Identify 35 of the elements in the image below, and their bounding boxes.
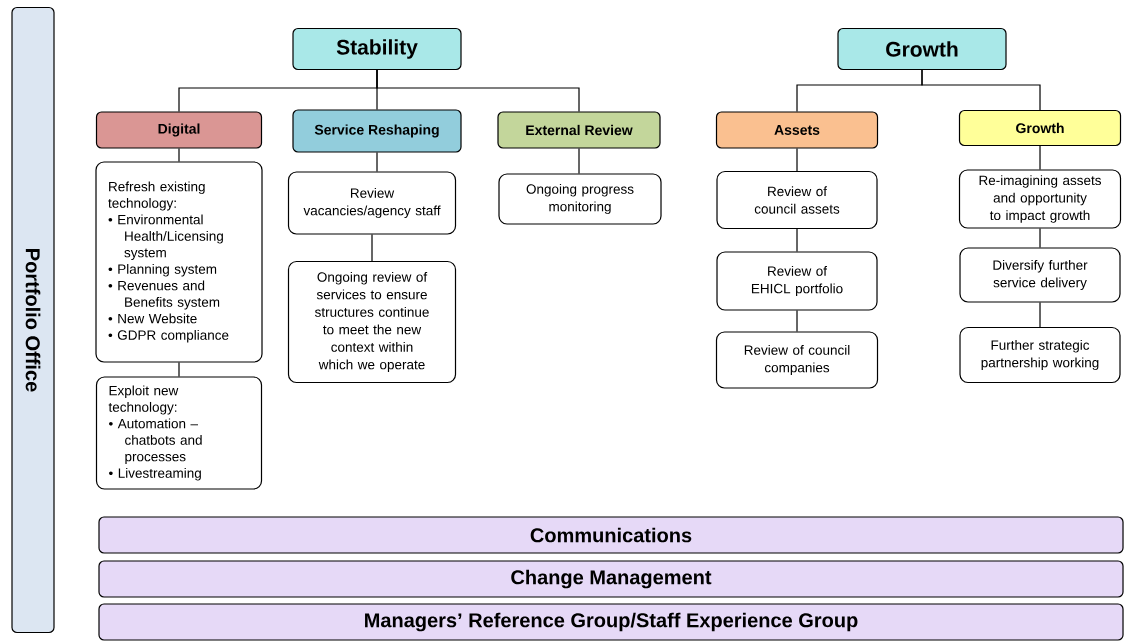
item-box: Review of EHICL portfolio (716, 251, 878, 311)
category-box: Digital (95, 111, 263, 149)
category-box: External Review (497, 111, 661, 149)
category-box: Assets (715, 111, 879, 149)
connector-line (376, 152, 378, 172)
connector-line (178, 362, 180, 377)
connector-line (1039, 302, 1041, 328)
category-box: Service Reshaping (292, 109, 462, 153)
connector-line (178, 148, 180, 162)
connector-line (1039, 228, 1041, 248)
vertical-band: Portfolio Office (11, 6, 55, 634)
item-box: Diversify further service delivery (959, 247, 1121, 303)
connector-line (921, 69, 1041, 111)
connector-line (376, 69, 580, 112)
connector-line (796, 310, 798, 332)
connector-line (578, 148, 580, 174)
bar: Change Management (98, 560, 1124, 598)
bar: Communications (98, 516, 1124, 554)
item-box: Exploit new technology: • Automation – chatbots and processes • Livestreaming (95, 376, 263, 490)
item-box: Review of council assets (716, 170, 878, 230)
item-box: Ongoing review of services to ensure structures continue to meet the new context within which we operate (287, 260, 457, 384)
connector-line (1039, 145, 1041, 170)
item-box: Review of council companies (715, 331, 879, 389)
item-box: Review vacancies/agency staff (287, 171, 457, 235)
connector-line (796, 228, 798, 252)
item-box: Further strategic partnership working (959, 326, 1121, 384)
category-box: Growth (958, 109, 1122, 147)
item-box: Ongoing progress monitoring (498, 173, 662, 225)
item-box: Re-imagining assets and opportunity to impact growth (958, 169, 1122, 229)
bar: Managers’ Reference Group/Staff Experience Group (98, 603, 1124, 641)
header-box: Stability (292, 27, 462, 71)
header-box: Growth (837, 27, 1007, 71)
connector-line (371, 234, 373, 262)
item-box: Refresh existing technology: • Environmental Health/Licensing system • Planning system • Revenues and Benefits system • New Website • GDPR compliance (95, 161, 263, 363)
connector-line (796, 148, 798, 172)
